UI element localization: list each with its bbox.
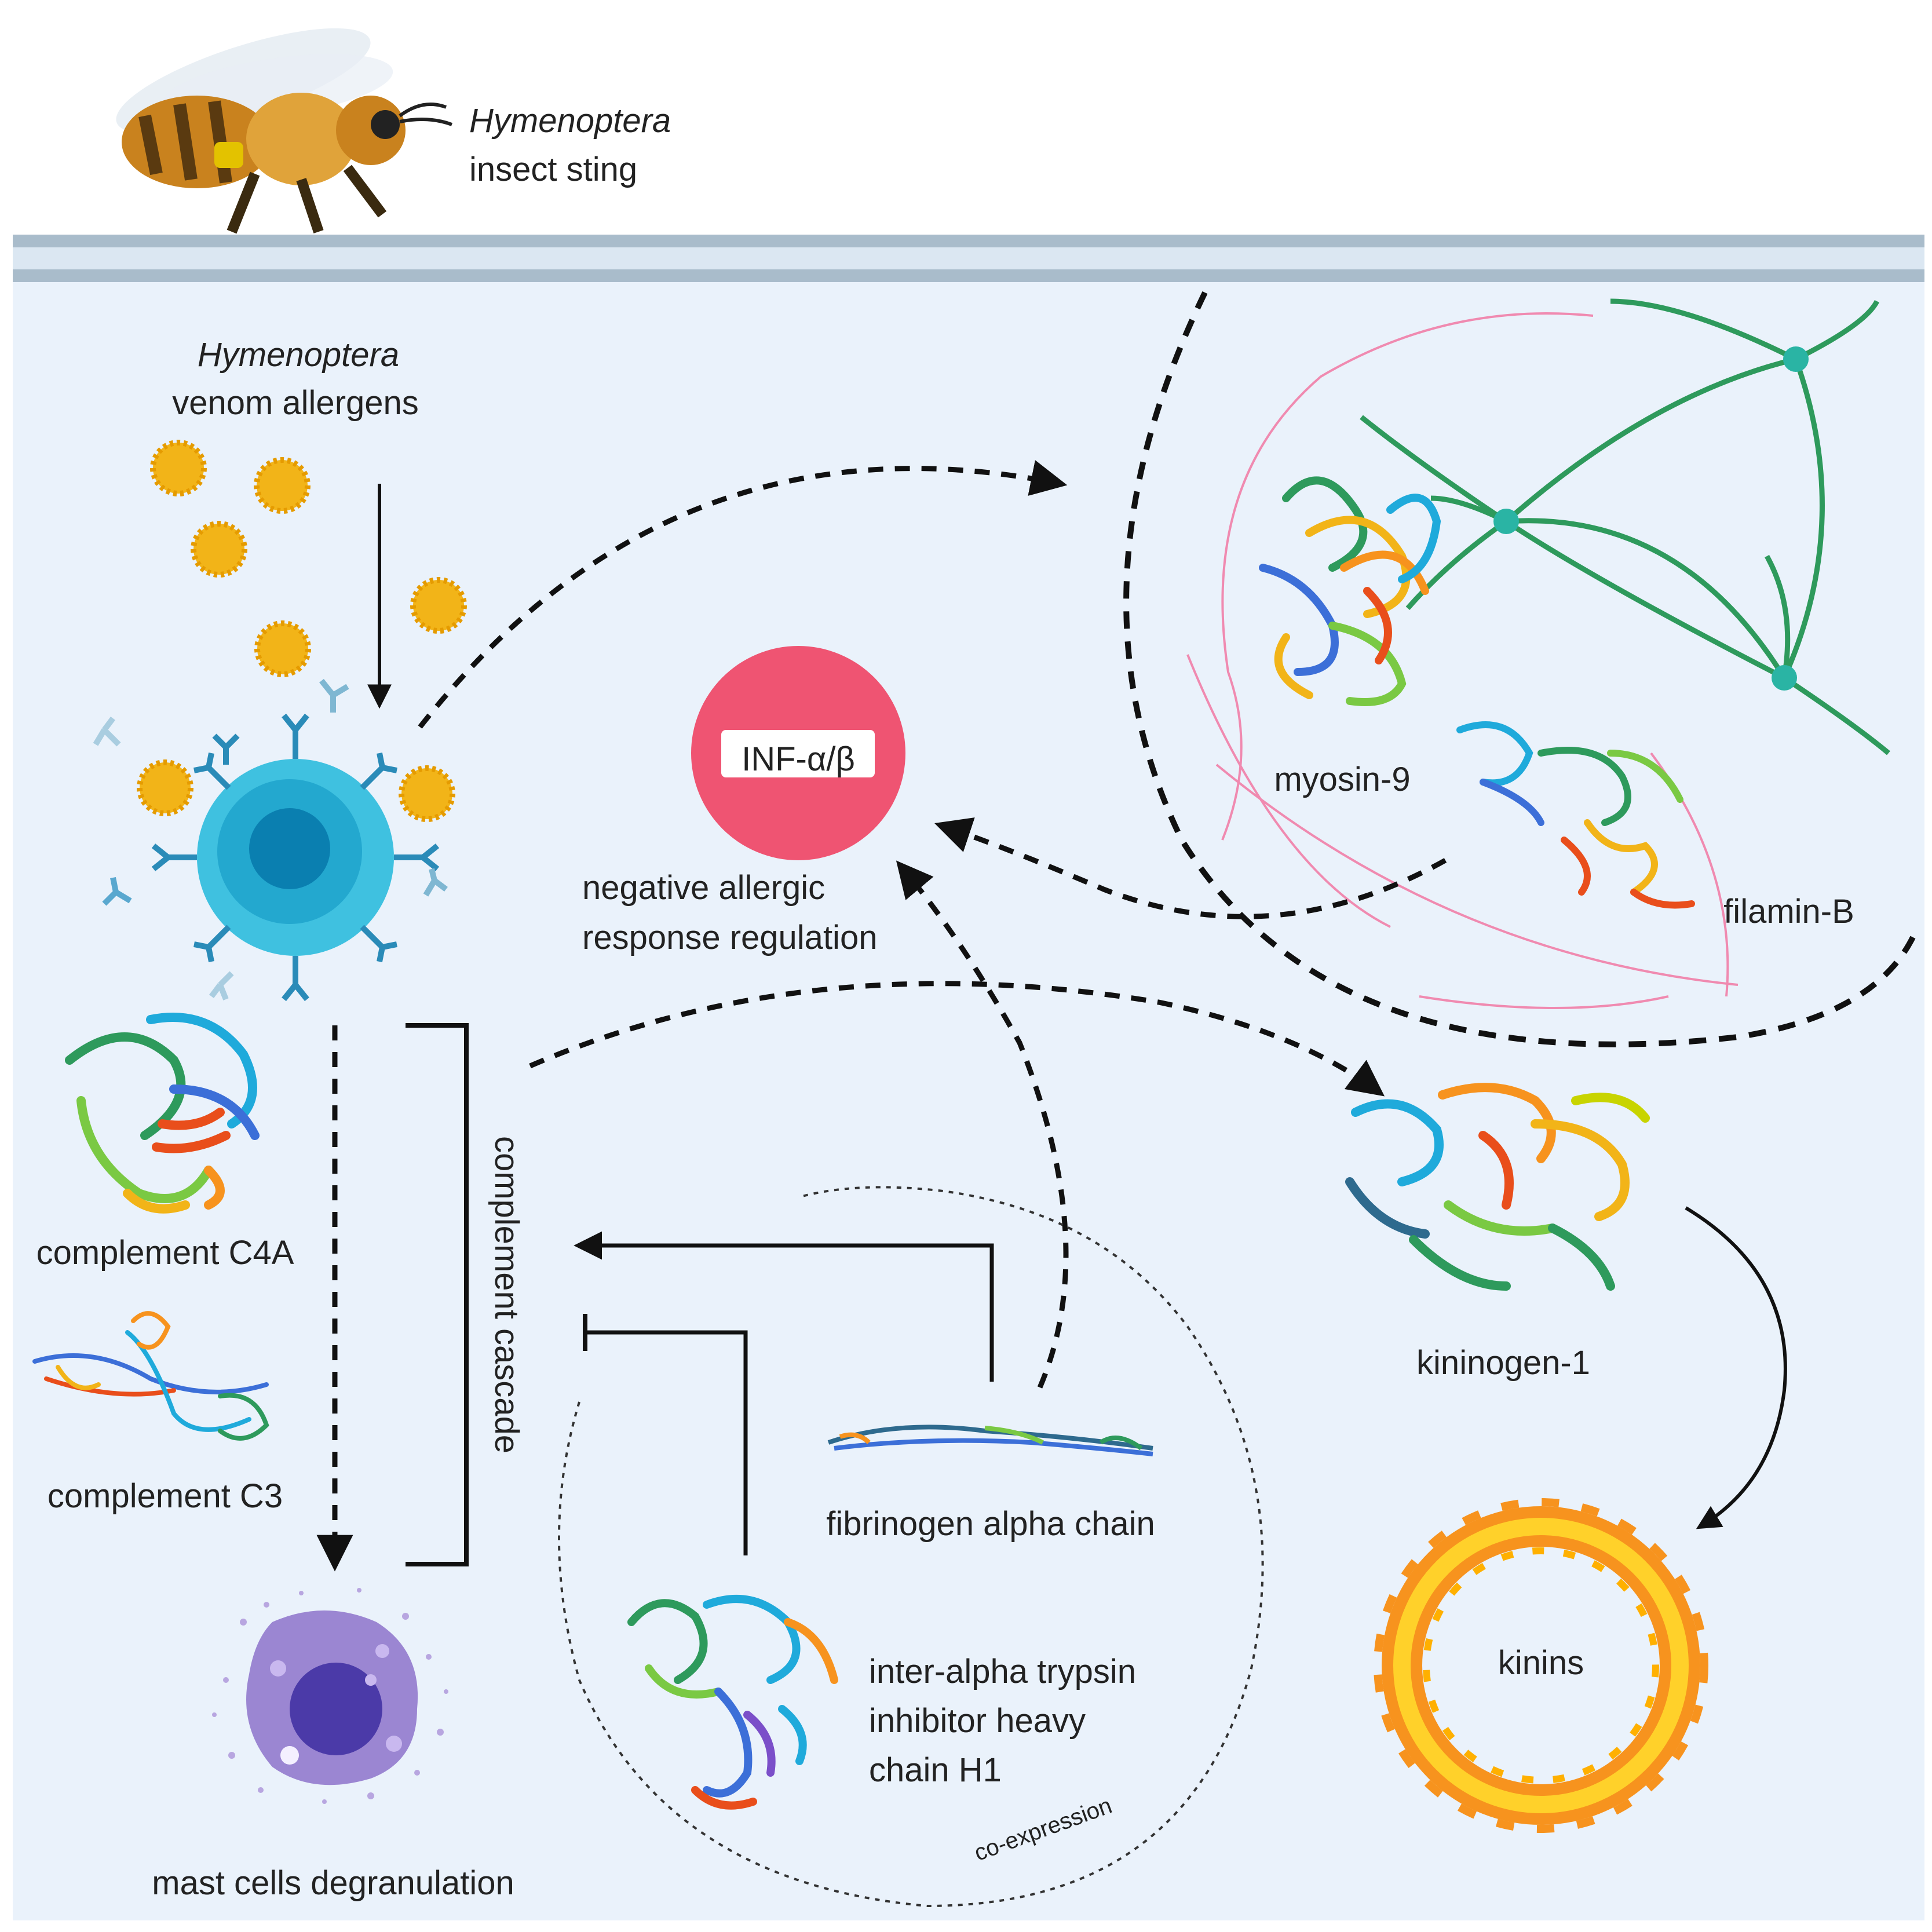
mast-cell-label: mast cells degranulation [152,1864,514,1902]
ifn-caption-line2: response regulation [582,919,877,956]
cell-boundary [1123,291,1920,1047]
filament-network [1360,298,1890,755]
complement-c3-structure [32,1311,269,1441]
myosin-9-label: myosin-9 [1274,761,1410,798]
kinins-fire-ring-icon [1374,1498,1708,1833]
kininogen-to-kinins-arrow [1685,1206,1787,1529]
ifn-caption-line1: negative allergic [582,869,825,907]
complement-cascade-label: complement cascade [488,1136,525,1453]
ifn-label: INF-α/β [742,740,855,778]
allergens-title-rest: venom allergens [172,384,419,422]
bcell-to-cytoskeleton-arrow [418,460,1068,729]
itih-label-line1: inter-alpha trypsin [869,1653,1136,1690]
ifn-label-box [721,730,875,777]
kinins-label: kinins [1498,1644,1584,1682]
kininogen-1-structure [1345,1083,1650,1291]
fibrinogen-structure [827,1425,1153,1456]
itih-label-line2: inhibitor heavy [869,1702,1086,1740]
allergens-title-italic: Hymenoptera [198,336,399,374]
complement-c4a-structure [65,1013,260,1214]
complement-c3-label: complement C3 [48,1477,283,1515]
sting-title-italic: Hymenoptera [469,102,671,140]
fibrinogen-activation-arrow [574,1231,994,1382]
b-cell-icon [197,759,394,956]
itih-label-line3: chain H1 [869,1751,1002,1789]
fibrinogen-label: fibrinogen alpha chain [826,1505,1155,1543]
fibrinogen-to-ifn-arrow [896,860,1069,1389]
mast-cell-icon [212,1588,448,1804]
skin-membrane [13,235,1924,282]
kininogen-1-label: kininogen-1 [1416,1344,1590,1382]
itih-inhibition-line [585,1330,748,1555]
complement-c4a-label: complement C4A [36,1234,294,1272]
filamin-b-structure [1456,721,1695,909]
allergen-particles [137,440,467,822]
sting-title-rest: insect sting [469,151,637,188]
antibody-icons [93,678,448,1002]
filamin-b-label: filamin-B [1723,893,1854,930]
filament-nodes [1493,346,1809,691]
itih-structure [627,1595,838,1810]
myosin-9-structure [1259,476,1441,706]
complement-cascade-bracket [406,1023,469,1566]
bee-icon [116,28,453,234]
